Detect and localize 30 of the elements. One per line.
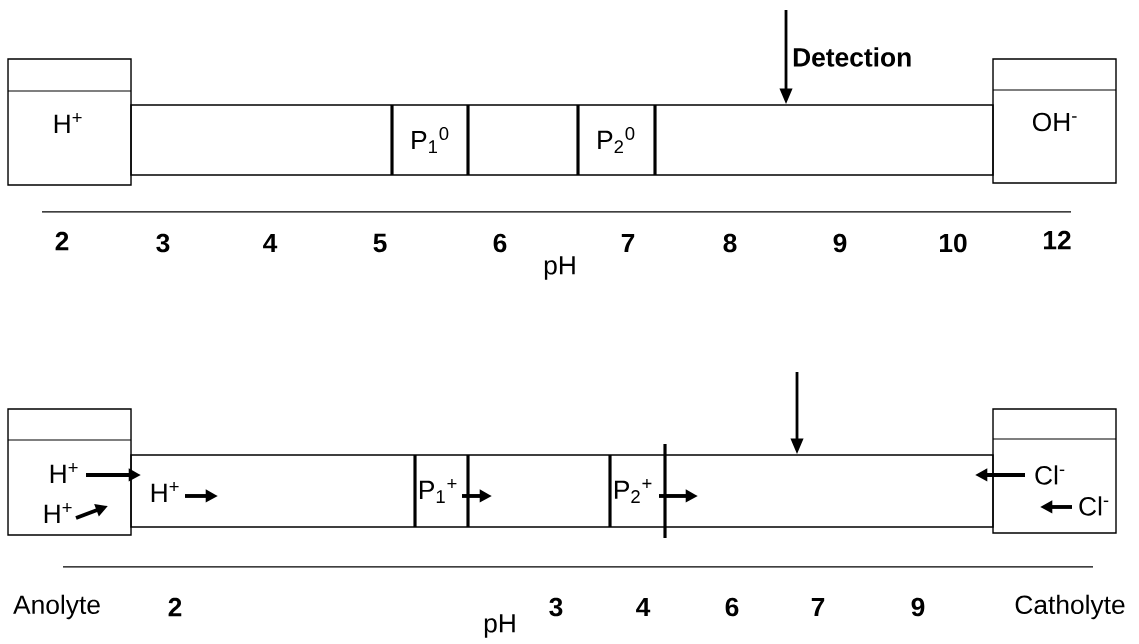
capillary-tube (130, 104, 994, 176)
tick-label: 6 (725, 597, 739, 617)
sample-zone: P$_{2}$+ (608, 444, 667, 538)
tick-label: 7 (811, 597, 825, 617)
reservoir-box: H$^{+}$ H$^{+}$ (7, 408, 132, 536)
reservoir-box: OH$^{-}$ (992, 58, 1117, 184)
tick-label: 3 (156, 233, 170, 253)
tick-label: 8 (723, 233, 737, 253)
tick-label: 7 (621, 233, 635, 253)
axis-label: Anolyte (13, 594, 100, 620)
axis-label: Catholyte (1015, 594, 1125, 620)
tick-label: 10 (940, 233, 967, 253)
tick-label: 2 (55, 231, 69, 251)
tick-label: 9 (833, 233, 847, 253)
reservoir-box: Cl$^{-}$ Cl$^{-}$ (992, 408, 1117, 534)
axis-label: pH (544, 256, 575, 280)
tick-label: 5 (373, 233, 387, 253)
tick-label: 4 (636, 597, 651, 617)
reservoir-box: H$^{+}$ (7, 58, 132, 186)
sample-zone: P$_{2}$0 (576, 105, 657, 175)
tick-label: 9 (911, 597, 925, 617)
sample-zone: P$_{1}$+ (413, 455, 470, 527)
axis-label: pH (484, 614, 515, 638)
tick-label: 4 (263, 233, 278, 253)
tick-label: 12 (1044, 230, 1071, 250)
tick-label: 3 (549, 597, 563, 617)
tick-label: 6 (493, 233, 507, 253)
tick-label: 2 (168, 597, 182, 617)
sample-zone: P$_{1}$0 (390, 105, 470, 175)
edge-label: Detection (793, 47, 911, 67)
